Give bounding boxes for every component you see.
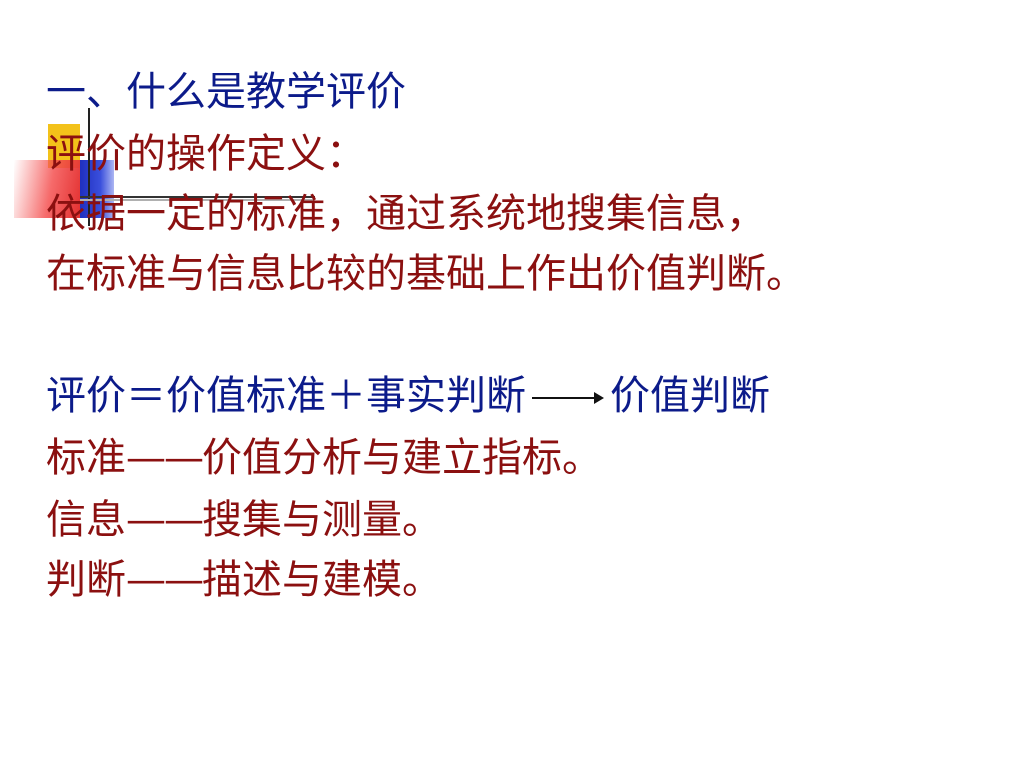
definition-line-1: 依据一定的标准，通过系统地搜集信息， [46,191,766,237]
item-term: 信息 [46,497,126,543]
slide-heading: 一、什么是教学评价 [46,69,406,115]
formula-line: 评价＝价值标准＋事实判断 价值判断 [46,372,770,420]
definition-label: 评价的操作定义： [46,131,366,177]
item-term: 标准 [46,435,126,481]
deco-blue-block [80,160,114,218]
deco-horizontal-line [80,196,315,198]
list-item: 信息——搜集与测量。 [46,496,442,544]
item-dash: —— [126,557,204,603]
arrow-right-icon [532,389,604,409]
deco-vertical-line [88,108,90,226]
deco-red-block [14,160,80,218]
item-desc: 描述与建模。 [202,557,442,603]
item-desc: 搜集与测量。 [202,497,442,543]
corner-decoration [0,0,320,240]
formula-lhs: 评价＝价值标准＋事实判断 [46,373,526,419]
item-dash: —— [126,497,204,543]
list-item: 判断——描述与建模。 [46,556,442,604]
item-dash: —— [126,435,204,481]
deco-horizontal-line-shadow [80,199,315,201]
item-desc: 价值分析与建立指标。 [202,435,602,481]
formula-rhs: 价值判断 [610,373,770,419]
item-term: 判断 [46,557,126,603]
list-item: 标准——价值分析与建立指标。 [46,434,602,482]
definition-line-2: 在标准与信息比较的基础上作出价值判断。 [46,251,806,297]
